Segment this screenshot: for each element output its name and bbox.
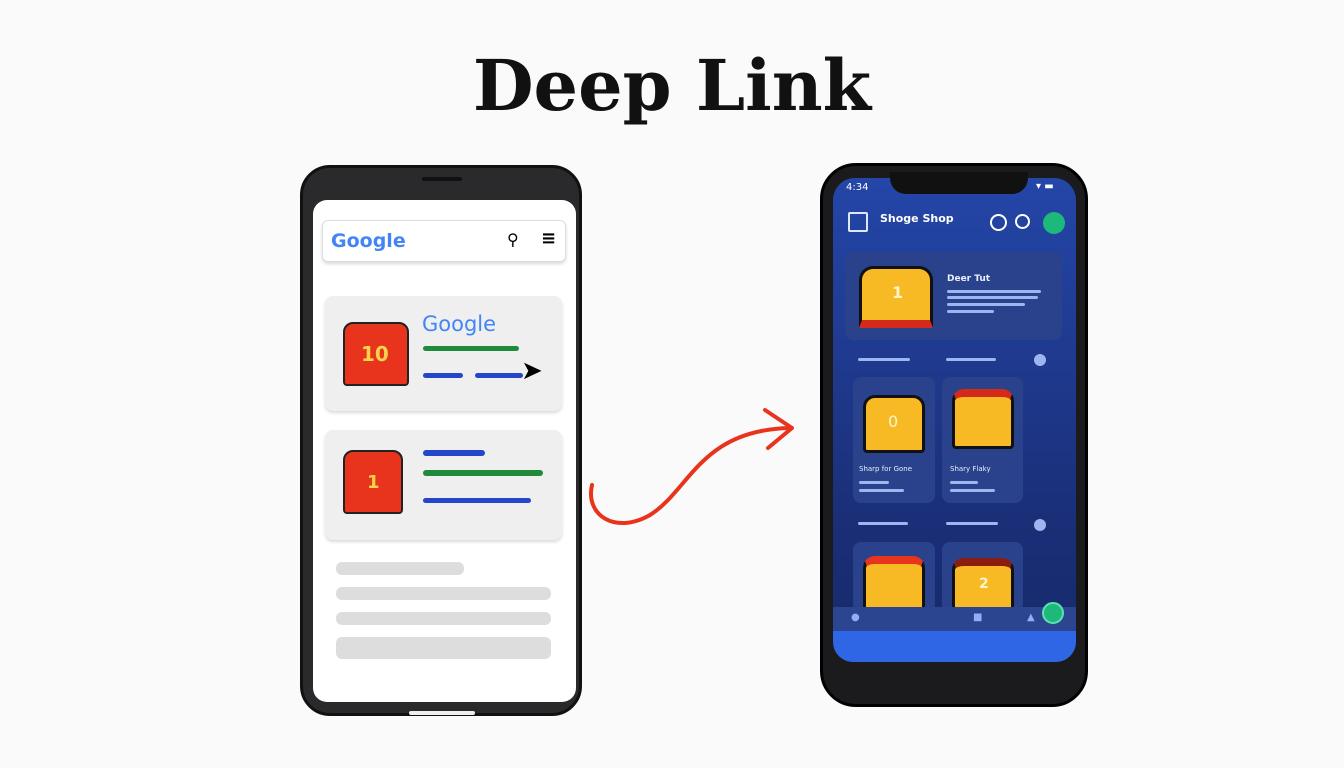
jersey-number: 0 bbox=[888, 412, 899, 431]
section-label bbox=[858, 522, 908, 525]
status-icons: ▾ ▬ bbox=[1036, 181, 1054, 192]
jersey-icon bbox=[863, 556, 925, 612]
speaker bbox=[422, 177, 462, 181]
menu-icon[interactable]: ≡ bbox=[541, 228, 557, 249]
result-line bbox=[423, 470, 543, 476]
deep-link-arrow bbox=[588, 408, 794, 526]
section-label bbox=[946, 522, 998, 525]
placeholder-line bbox=[336, 587, 551, 600]
cart-icon[interactable]: ■ bbox=[973, 612, 983, 623]
product-card[interactable]: 2 bbox=[942, 542, 1023, 612]
featured-product-card[interactable]: 1 Deer Tut bbox=[845, 252, 1062, 340]
jersey-icon: 2 bbox=[952, 558, 1014, 612]
jersey-icon bbox=[952, 389, 1014, 449]
result-line bbox=[475, 373, 523, 378]
google-logo: Google bbox=[331, 230, 406, 252]
more-dot[interactable] bbox=[1034, 354, 1046, 366]
jersey-icon: 0 bbox=[863, 395, 925, 453]
placeholder-line bbox=[336, 637, 551, 659]
section-label bbox=[946, 358, 996, 361]
home-icon[interactable]: ● bbox=[851, 612, 860, 623]
jersey-icon: 1 bbox=[343, 450, 403, 514]
result-line bbox=[423, 373, 463, 378]
section-label bbox=[858, 358, 910, 361]
home-indicator bbox=[409, 711, 475, 715]
jersey-icon: 1 bbox=[859, 266, 933, 328]
placeholder-line bbox=[336, 612, 551, 625]
notification-icon[interactable] bbox=[1015, 214, 1030, 229]
search-result-2[interactable]: 1 bbox=[325, 430, 562, 540]
product-name: Shary Flaky bbox=[950, 465, 991, 473]
search-icon[interactable]: ⚲ bbox=[507, 230, 519, 249]
grid-menu-icon[interactable] bbox=[848, 212, 868, 232]
search-result-1[interactable]: 10 Google ➤ bbox=[325, 296, 562, 411]
upload-icon[interactable] bbox=[990, 214, 1007, 231]
jersey-number: 2 bbox=[979, 576, 989, 592]
product-name: Sharp for Gone bbox=[859, 465, 913, 473]
bottom-bar bbox=[833, 631, 1076, 662]
featured-title: Deer Tut bbox=[947, 274, 991, 284]
price-line bbox=[859, 481, 889, 484]
text-line bbox=[947, 310, 994, 313]
placeholder-line bbox=[336, 562, 464, 575]
product-card[interactable]: Shary Flaky bbox=[942, 377, 1023, 503]
meta-line bbox=[950, 489, 995, 492]
fab-button[interactable] bbox=[1042, 602, 1064, 624]
text-line bbox=[947, 290, 1041, 293]
notch bbox=[890, 172, 1028, 194]
profile-icon[interactable]: ▲ bbox=[1027, 612, 1035, 623]
product-card[interactable]: 0 Sharp for Gone bbox=[853, 377, 935, 503]
text-line bbox=[947, 296, 1038, 299]
jersey-number: 1 bbox=[367, 472, 380, 493]
cursor-icon: ➤ bbox=[521, 356, 543, 386]
jersey-icon: 10 bbox=[343, 322, 409, 386]
jersey-number: 10 bbox=[361, 342, 389, 366]
page-title: Deep Link bbox=[472, 44, 872, 127]
meta-line bbox=[859, 489, 904, 492]
more-dot[interactable] bbox=[1034, 519, 1046, 531]
text-line bbox=[947, 303, 1025, 306]
result-line bbox=[423, 450, 485, 456]
app-title: Shoge Shop bbox=[880, 212, 954, 225]
result-line bbox=[423, 498, 531, 503]
result-line bbox=[423, 346, 519, 351]
result-brand: Google bbox=[422, 312, 497, 336]
search-bar[interactable]: Google ⚲ ≡ bbox=[322, 220, 566, 262]
product-card[interactable] bbox=[853, 542, 935, 612]
price-line bbox=[950, 481, 978, 484]
profile-avatar[interactable] bbox=[1043, 212, 1065, 234]
bottom-nav: ● ■ ▲ bbox=[833, 607, 1076, 631]
jersey-number: 1 bbox=[892, 283, 904, 302]
status-time: 4:34 bbox=[846, 182, 869, 193]
